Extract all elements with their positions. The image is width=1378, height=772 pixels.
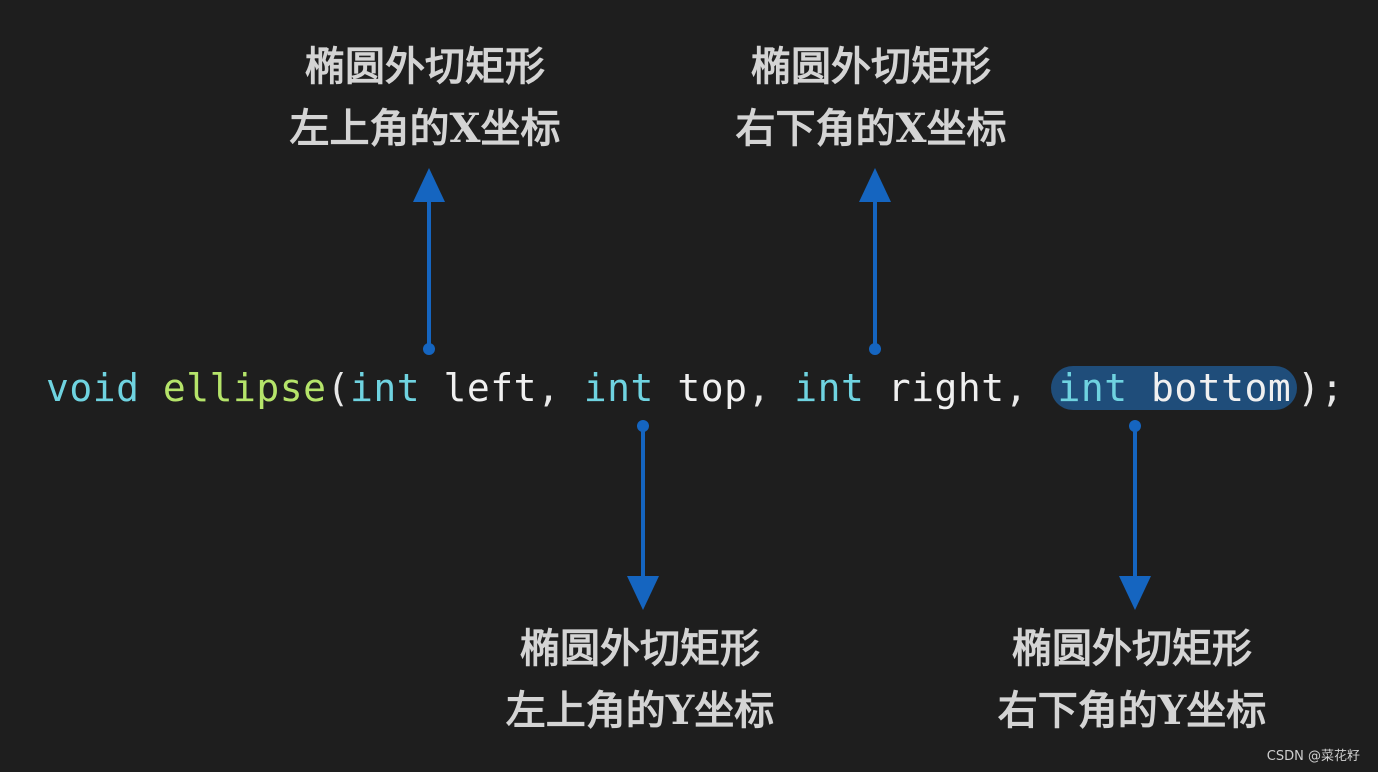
watermark: CSDN @菜花籽 bbox=[1266, 749, 1360, 764]
arrow-left bbox=[413, 168, 445, 355]
label-bottom-line2: 右下角的Y坐标 bbox=[997, 687, 1267, 734]
separator-3: , bbox=[1004, 366, 1029, 410]
label-left-line2: 左上角的X坐标 bbox=[289, 105, 561, 152]
param-left-type: int bbox=[349, 366, 421, 410]
param-right-name: right bbox=[887, 366, 1005, 410]
arrow-top bbox=[627, 420, 659, 610]
label-bottom: 椭圆外切矩形 右下角的Y坐标 bbox=[922, 618, 1342, 742]
param-right-type: int bbox=[794, 366, 865, 410]
return-type: void bbox=[46, 366, 140, 410]
label-right-line2: 右下角的X坐标 bbox=[735, 105, 1007, 152]
param-bottom-type: int bbox=[1057, 366, 1128, 410]
arrow-bottom bbox=[1119, 420, 1151, 610]
code-signature: void ellipse(int left, int top, int righ… bbox=[46, 360, 1344, 416]
param-top-name: top bbox=[677, 366, 748, 410]
label-right-line1: 椭圆外切矩形 bbox=[751, 43, 991, 90]
label-left-line1: 椭圆外切矩形 bbox=[305, 43, 545, 90]
function-name: ellipse bbox=[162, 366, 327, 410]
label-right: 椭圆外切矩形 右下角的X坐标 bbox=[661, 36, 1081, 160]
param-top-type: int bbox=[583, 366, 654, 410]
param-bottom-name: bottom bbox=[1150, 366, 1292, 410]
separator-1: , bbox=[537, 366, 561, 410]
highlighted-param-bottom: int bottom bbox=[1051, 366, 1298, 410]
separator-2: , bbox=[747, 366, 771, 410]
label-top: 椭圆外切矩形 左上角的Y坐标 bbox=[430, 618, 850, 742]
label-top-line2: 左上角的Y坐标 bbox=[505, 687, 775, 734]
arrow-right bbox=[859, 168, 891, 355]
label-left: 椭圆外切矩形 左上角的X坐标 bbox=[215, 36, 635, 160]
label-top-line1: 椭圆外切矩形 bbox=[520, 625, 760, 672]
open-paren: ( bbox=[326, 366, 350, 410]
param-left-name: left bbox=[443, 366, 537, 410]
close-paren-semicolon: ); bbox=[1297, 366, 1345, 410]
label-bottom-line1: 椭圆外切矩形 bbox=[1012, 625, 1252, 672]
